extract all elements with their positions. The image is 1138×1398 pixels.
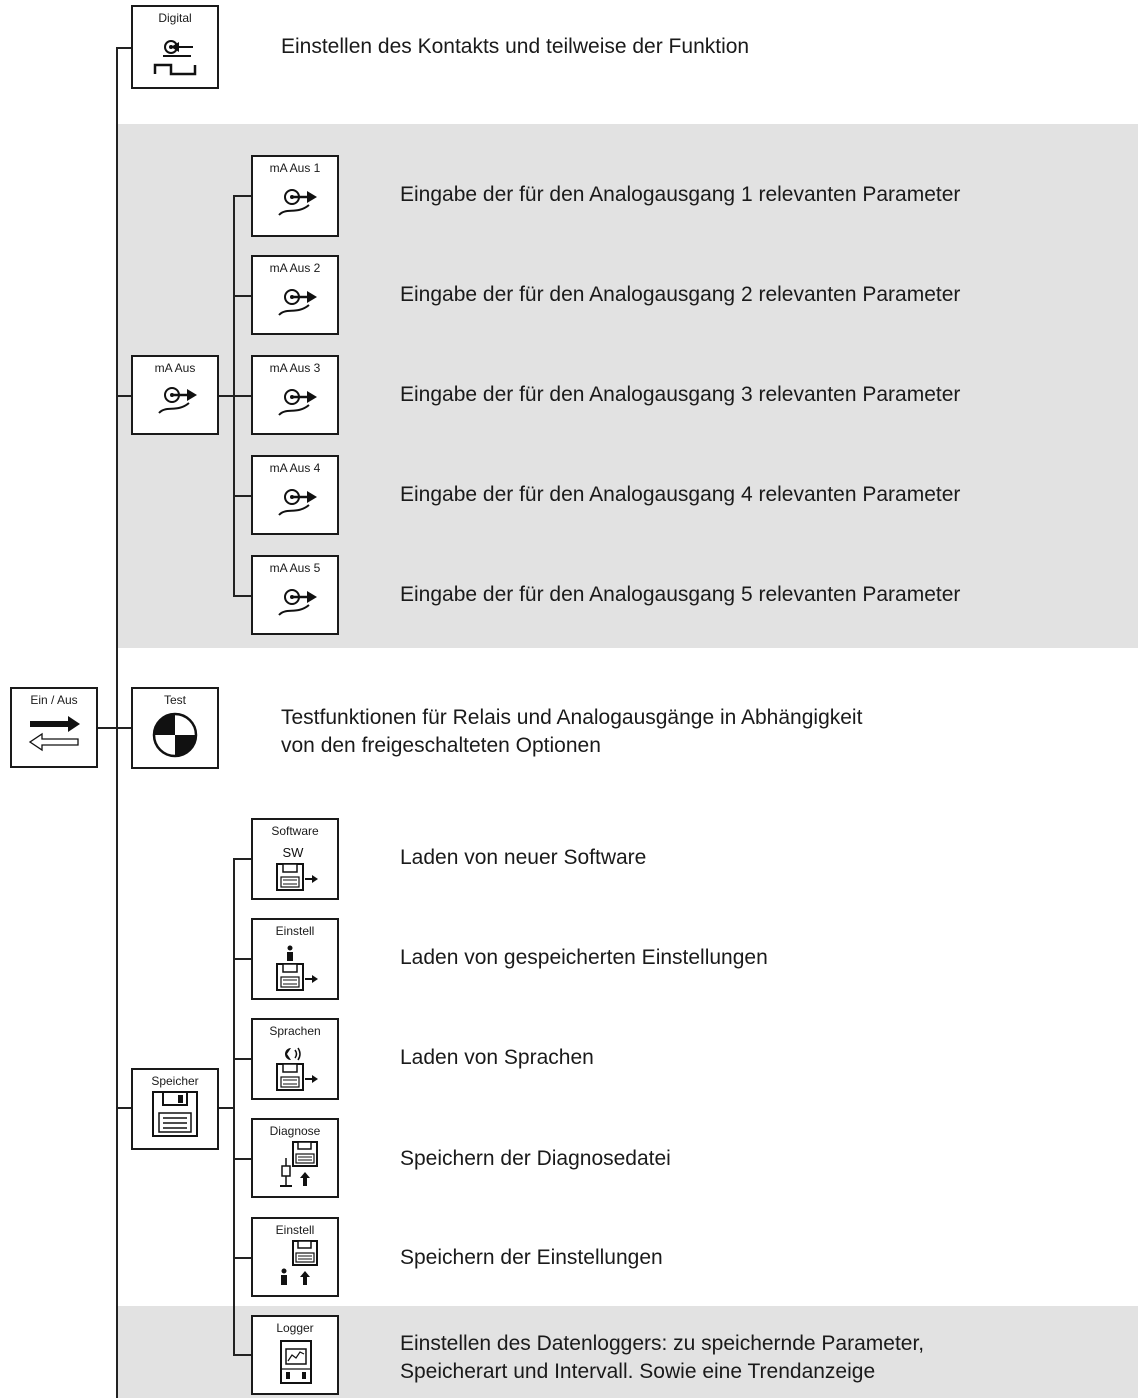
diagnose-label: Diagnose xyxy=(269,1124,321,1138)
analog-output-icon xyxy=(278,589,317,616)
test-description-line1: Testfunktionen für Relais und Analogausg… xyxy=(281,706,863,729)
ma-aus-4-description: Eingabe der für den Analogausgang 4 rele… xyxy=(400,483,961,506)
ma-aus-5-node[interactable]: mA Aus 5 xyxy=(251,555,339,635)
software-connector xyxy=(233,858,252,860)
einstell-save-connector xyxy=(233,1257,252,1259)
analog-output-icon xyxy=(278,289,317,316)
digital-description: Einstellen des Kontakts und teilweise de… xyxy=(281,35,750,58)
digital-connector xyxy=(116,47,132,49)
on-off-arrows-icon xyxy=(28,716,80,752)
einstell-load-node[interactable]: Einstell xyxy=(251,918,339,1000)
speicher-branch-line xyxy=(233,858,235,1355)
ma2-connector xyxy=(233,295,252,297)
save-settings-icon xyxy=(281,1240,318,1285)
floppy-disk-icon xyxy=(152,1091,198,1137)
einstell-save-description: Speichern der Einstellungen xyxy=(400,1246,663,1269)
ma-aus-label: mA Aus xyxy=(154,361,196,375)
logger-connector xyxy=(233,1354,252,1356)
ma-aus-connector xyxy=(116,395,132,397)
data-logger-icon xyxy=(280,1340,312,1384)
test-quadrant-icon xyxy=(152,712,198,758)
test-description-line2: von den freigeschalteten Optionen xyxy=(281,734,601,757)
test-connector xyxy=(116,727,132,729)
speicher-node[interactable]: Speicher xyxy=(131,1068,219,1150)
load-languages-icon xyxy=(276,1047,318,1091)
logger-description-line1: Einstellen des Datenloggers: zu speicher… xyxy=(400,1332,925,1355)
sprachen-description: Laden von Sprachen xyxy=(400,1046,594,1069)
logger-node[interactable]: Logger xyxy=(251,1315,339,1395)
logger-label: Logger xyxy=(276,1321,314,1335)
ma-aus-5-label: mA Aus 5 xyxy=(269,561,321,575)
ma-aus-3-label: mA Aus 3 xyxy=(269,361,321,375)
speicher-out-connector xyxy=(218,1107,234,1109)
ma-aus-5-description: Eingabe der für den Analogausgang 5 rele… xyxy=(400,583,961,606)
ma-aus-node[interactable]: mA Aus xyxy=(131,355,219,435)
ma-aus-3-description: Eingabe der für den Analogausgang 3 rele… xyxy=(400,383,961,406)
test-label: Test xyxy=(163,693,186,707)
software-label: Software xyxy=(271,824,319,838)
einstell-load-label: Einstell xyxy=(275,924,315,938)
digital-node[interactable]: Digital xyxy=(131,5,219,89)
ma5-connector xyxy=(233,595,252,597)
analog-output-icon xyxy=(158,387,197,414)
sprachen-connector xyxy=(233,1058,252,1060)
digital-label: Digital xyxy=(158,11,192,25)
ma-aus-2-label: mA Aus 2 xyxy=(269,261,321,275)
speicher-label: Speicher xyxy=(151,1074,199,1088)
einstell-save-label: Einstell xyxy=(275,1223,315,1237)
ma-aus-1-label: mA Aus 1 xyxy=(269,161,321,175)
ma3-connector xyxy=(233,395,252,397)
load-settings-icon xyxy=(276,945,318,991)
ma-aus-1-description: Eingabe der für den Analogausgang 1 rele… xyxy=(400,183,961,206)
ma1-connector xyxy=(233,195,252,197)
analog-output-icon xyxy=(278,489,317,516)
einstell-save-node[interactable]: Einstell xyxy=(251,1217,339,1297)
einstell-load-connector xyxy=(233,958,252,960)
diagnose-connector xyxy=(233,1158,252,1160)
ma-aus-4-label: mA Aus 4 xyxy=(269,461,321,475)
analog-output-icon xyxy=(278,189,317,216)
speicher-connector xyxy=(116,1107,132,1109)
ma-aus-out-connector xyxy=(218,395,234,397)
software-icon-text: SW xyxy=(283,845,305,860)
ma-aus-2-node[interactable]: mA Aus 2 xyxy=(251,255,339,335)
sprachen-label: Sprachen xyxy=(269,1024,321,1038)
einstell-load-description: Laden von gespeicherten Einstellungen xyxy=(400,946,768,969)
load-software-icon: SW xyxy=(276,845,318,891)
diagnose-node[interactable]: Diagnose xyxy=(251,1118,339,1198)
ma4-connector xyxy=(233,495,252,497)
ein-aus-label: Ein / Aus xyxy=(30,693,78,707)
ma-aus-1-node[interactable]: mA Aus 1 xyxy=(251,155,339,237)
sprachen-node[interactable]: Sprachen xyxy=(251,1018,339,1100)
diagnose-description: Speichern der Diagnosedatei xyxy=(400,1147,671,1170)
ma-aus-4-node[interactable]: mA Aus 4 xyxy=(251,455,339,535)
analog-output-icon xyxy=(278,389,317,416)
digital-input-icon xyxy=(153,40,197,76)
ein-aus-node[interactable]: Ein / Aus xyxy=(10,687,98,768)
software-node[interactable]: Software SW xyxy=(251,818,339,900)
main-trunk-line xyxy=(116,47,118,1398)
save-diagnosis-icon xyxy=(280,1141,318,1187)
ma-aus-2-description: Eingabe der für den Analogausgang 2 rele… xyxy=(400,283,961,306)
root-connector xyxy=(97,727,131,729)
ma-aus-3-node[interactable]: mA Aus 3 xyxy=(251,355,339,435)
software-description: Laden von neuer Software xyxy=(400,846,647,869)
test-node[interactable]: Test xyxy=(131,687,219,769)
logger-description-line2: Speicherart und Intervall. Sowie eine Tr… xyxy=(400,1360,876,1383)
